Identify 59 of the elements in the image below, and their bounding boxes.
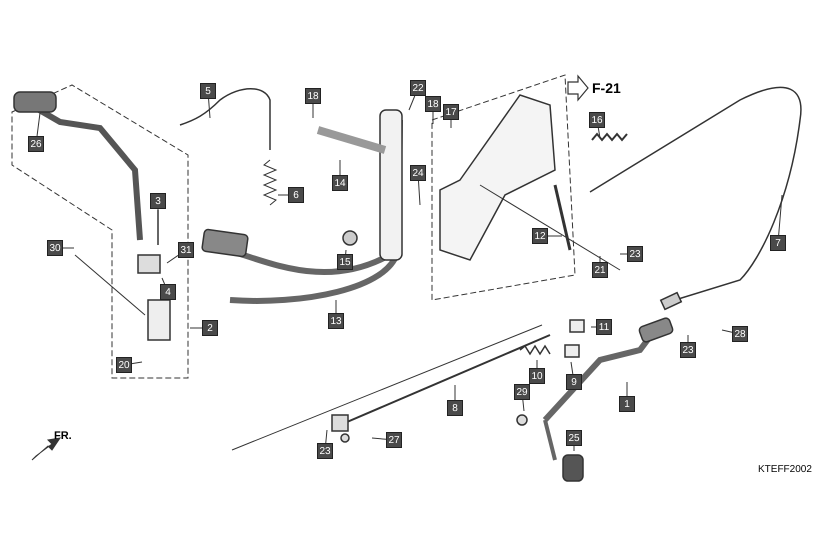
callout-number: 7: [770, 235, 786, 251]
leader-line: [166, 254, 178, 264]
callout-number: 14: [332, 175, 348, 191]
leader-line: [208, 98, 210, 118]
callout-number: 20: [116, 357, 132, 373]
direction-label: FR.: [54, 430, 72, 442]
callout-number: 11: [596, 319, 612, 335]
leader-line: [162, 278, 166, 284]
callout-number: 22: [410, 80, 426, 96]
leader-line: [132, 362, 142, 364]
callout-number: 21: [592, 262, 608, 278]
reference-label: F-21: [592, 80, 621, 96]
callout-number: 23: [627, 246, 643, 262]
leader-line: [778, 194, 782, 236]
callout-number: 31: [178, 242, 194, 258]
callout-number: 10: [529, 368, 545, 384]
callout-number: 18: [305, 88, 321, 104]
leader-line: [590, 326, 596, 328]
leader-line: [418, 180, 420, 206]
callout-number: 1: [619, 396, 635, 412]
callout-number: 27: [386, 432, 402, 448]
callout-number: 4: [160, 284, 176, 300]
callout-number: 13: [328, 313, 344, 329]
callout-number: 5: [200, 83, 216, 99]
callout-number: 23: [680, 342, 696, 358]
leader-line: [598, 128, 600, 138]
leader-line: [450, 120, 452, 128]
leader-line: [36, 112, 40, 136]
callout-number: 26: [28, 136, 44, 152]
callout-number: 12: [532, 228, 548, 244]
leader-line: [536, 360, 538, 368]
leader-line: [325, 430, 328, 444]
leader-line: [432, 112, 434, 124]
leader-line: [570, 362, 574, 374]
callout-number: 18: [425, 96, 441, 112]
leader-line: [312, 104, 314, 118]
callout-number: 16: [589, 112, 605, 128]
leader-line: [722, 330, 732, 333]
leader-line: [454, 384, 456, 400]
leader-line: [626, 382, 628, 396]
leader-line: [522, 400, 524, 412]
callout-number: 28: [732, 326, 748, 342]
callout-number: 8: [447, 400, 463, 416]
leader-line: [278, 194, 288, 196]
callout-number: 23: [317, 443, 333, 459]
callout-number: 17: [443, 104, 459, 120]
leader-line: [372, 438, 386, 440]
drawing-code: KTEFF2002: [758, 464, 812, 475]
leader-line: [345, 250, 346, 254]
callout-number: 9: [566, 374, 582, 390]
callout-number: 15: [337, 254, 353, 270]
callout-number: 29: [514, 384, 530, 400]
callout-number: 25: [566, 430, 582, 446]
callout-number: 2: [202, 320, 218, 336]
leader-line: [408, 96, 416, 110]
callout-number: 3: [150, 193, 166, 209]
callout-number: 6: [288, 187, 304, 203]
callout-number: 30: [47, 240, 63, 256]
callout-number: 24: [410, 165, 426, 181]
